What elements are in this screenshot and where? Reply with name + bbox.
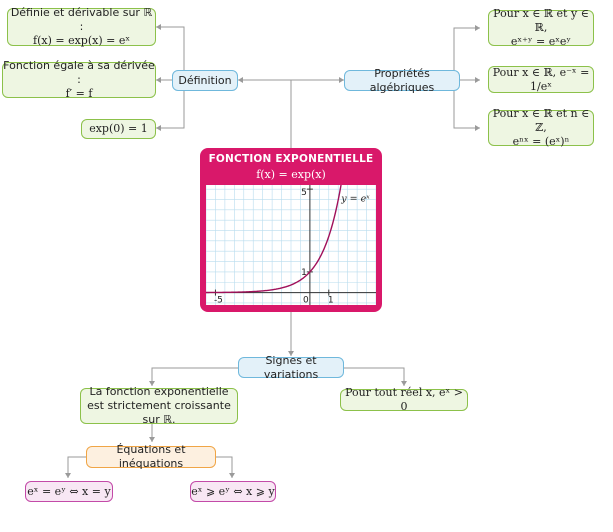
definition-item-exp0-text: exp(0) = 1 bbox=[89, 122, 148, 135]
definition-item-derivee-line2: f′ = f bbox=[65, 87, 93, 100]
y-tick-label-1: 1 bbox=[301, 268, 307, 278]
equality-node: eˣ = eʸ ⇔ x = y bbox=[25, 481, 113, 502]
positive-text: Pour tout réel x, eˣ > 0 bbox=[345, 386, 463, 413]
x-tick-label-0: 0 bbox=[303, 296, 309, 305]
exp-curve bbox=[206, 184, 342, 294]
positive-node: Pour tout réel x, eˣ > 0 bbox=[340, 386, 468, 413]
definition-node: Définition bbox=[172, 70, 238, 91]
inequality-node: eˣ ⩾ eʸ ⇔ x ⩾ y bbox=[190, 481, 276, 502]
croissante-node: La fonction exponentielle est strictemen… bbox=[80, 385, 238, 426]
signs-label: Signes et variations bbox=[263, 353, 319, 381]
exponential-function-card: FONCTION EXPONENTIELLE f(x) = exp(x) -5 0… bbox=[200, 148, 382, 312]
y-tick-label-5: 5 bbox=[301, 188, 307, 198]
property-item-inverse-text: Pour x ∈ ℝ, e⁻ˣ = 1/eˣ bbox=[492, 65, 590, 93]
definition-item-derivee: Fonction égale à sa dérivée : f′ = f bbox=[2, 59, 156, 100]
equality-text: eˣ = eʸ ⇔ x = y bbox=[27, 484, 111, 498]
signs-node: Signes et variations bbox=[238, 354, 344, 381]
x-tick-label-1: 1 bbox=[328, 296, 334, 305]
property-item-sum-line1: Pour x ∈ ℝ et y ∈ ℝ, bbox=[493, 7, 589, 34]
property-item-inverse: Pour x ∈ ℝ, e⁻ˣ = 1/eˣ bbox=[488, 66, 594, 93]
definition-item-derivable-line1: Définie et dérivable sur ℝ : bbox=[10, 6, 153, 33]
curve-label: y = eˣ bbox=[340, 194, 370, 205]
properties-node: Propriétés algébriques bbox=[344, 67, 460, 94]
inequality-text: eˣ ⩾ eʸ ⇔ x ⩾ y bbox=[191, 484, 275, 498]
property-item-power: Pour x ∈ ℝ et n ∈ ℤ, eⁿˣ = (eˣ)ⁿ bbox=[488, 107, 594, 148]
property-item-sum-line2: eˣ⁺ʸ = eˣeʸ bbox=[510, 35, 572, 48]
card-subtitle: f(x) = exp(x) bbox=[256, 168, 326, 181]
definition-label: Définition bbox=[178, 73, 232, 87]
property-item-power-line2: eⁿˣ = (eˣ)ⁿ bbox=[512, 135, 570, 148]
properties-label: Propriétés algébriques bbox=[369, 66, 435, 94]
definition-item-derivable-line2: f(x) = exp(x) = eˣ bbox=[33, 34, 130, 47]
definition-item-exp0: exp(0) = 1 bbox=[81, 119, 156, 139]
definition-item-derivee-line1: Fonction égale à sa dérivée : bbox=[3, 59, 155, 86]
equations-label: Équations et inéquations bbox=[116, 443, 186, 470]
croissante-text: La fonction exponentielle est strictemen… bbox=[87, 385, 231, 426]
equations-node: Équations et inéquations bbox=[86, 443, 216, 470]
exp-graph-panel: -5 0 1 1 5 y = eˣ bbox=[205, 184, 377, 306]
card-title: FONCTION EXPONENTIELLE bbox=[208, 153, 374, 165]
property-item-sum: Pour x ∈ ℝ et y ∈ ℝ, eˣ⁺ʸ = eˣeʸ bbox=[488, 7, 594, 48]
exp-chart: -5 0 1 1 5 y = eˣ bbox=[205, 184, 377, 306]
property-item-power-line1: Pour x ∈ ℝ et n ∈ ℤ, bbox=[492, 107, 590, 134]
definition-item-derivable: Définie et dérivable sur ℝ : f(x) = exp(… bbox=[7, 6, 156, 47]
x-tick-label-minus5: -5 bbox=[214, 296, 223, 305]
